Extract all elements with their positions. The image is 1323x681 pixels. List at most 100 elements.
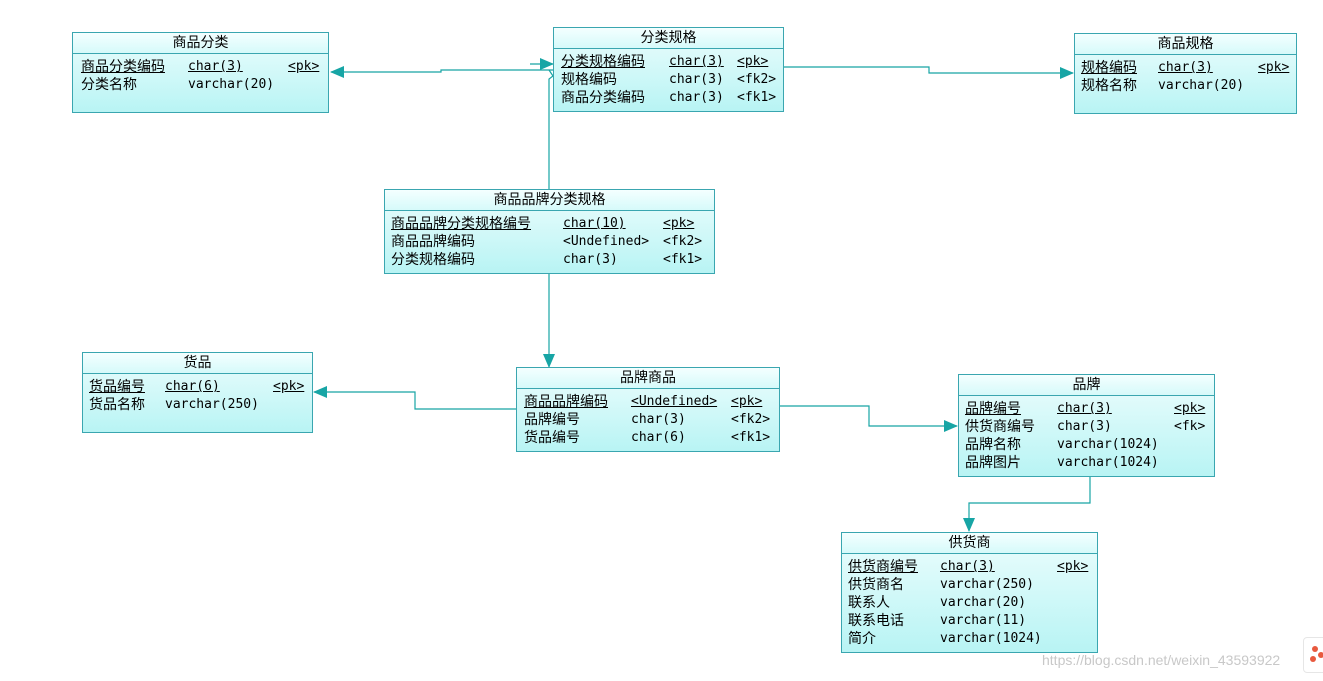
attribute-name: 商品品牌编码 xyxy=(524,394,608,410)
attribute-row: 联系电话 varchar(11) xyxy=(842,612,1097,630)
attribute-name: 供货商编号 xyxy=(965,419,1035,435)
attribute-key: <pk> xyxy=(1174,401,1206,416)
entity-title: 商品分类 xyxy=(73,33,328,54)
entity-brand-category-spec[interactable]: 商品品牌分类规格商品品牌分类规格编号 char(10) <pk> 商品品牌编码<Und… xyxy=(384,189,715,274)
attribute-name: 分类规格编码 xyxy=(561,54,645,70)
attribute-row: 分类规格编码 char(3) <fk1> xyxy=(385,251,714,269)
attribute-type: char(3) xyxy=(940,559,995,574)
attribute-name: 分类规格编码 xyxy=(391,252,475,268)
attribute-name: 简介 xyxy=(848,631,876,647)
attribute-type: varchar(20) xyxy=(1158,78,1245,93)
attribute-type: char(3) xyxy=(563,252,618,267)
attribute-type: varchar(250) xyxy=(165,397,259,412)
attribute-type: varchar(1024) xyxy=(1057,455,1159,470)
attribute-row: 商品分类编码 char(3) <pk> xyxy=(73,58,328,76)
attribute-key: <pk> xyxy=(288,59,320,74)
attribute-name: 品牌编号 xyxy=(965,401,1021,417)
attribute-row: 供货商编号 char(3) <pk> xyxy=(842,558,1097,576)
attribute-row: 规格编码 char(3) <pk> xyxy=(1075,59,1296,77)
entity-title: 分类规格 xyxy=(554,28,783,49)
attribute-name: 品牌名称 xyxy=(965,437,1021,453)
entity-title: 供货商 xyxy=(842,533,1097,554)
attribute-name: 商品分类编码 xyxy=(561,90,645,106)
attribute-type: varchar(250) xyxy=(940,577,1034,592)
attribute-name: 联系电话 xyxy=(848,613,904,629)
link-brandgoods-to-brand xyxy=(780,405,958,432)
attribute-key: <fk2> xyxy=(663,234,703,249)
attribute-name: 货品编号 xyxy=(89,379,145,395)
csdn-logo-icon xyxy=(1303,637,1323,673)
attribute-row: 商品品牌分类规格编号 char(10) <pk> xyxy=(385,215,714,233)
attribute-row: 品牌名称 varchar(1024) xyxy=(959,436,1214,454)
entity-title: 商品规格 xyxy=(1075,34,1296,55)
attribute-key: <fk1> xyxy=(663,252,703,267)
attribute-row: 商品品牌编码<Undefined><fk2> xyxy=(385,233,714,251)
attribute-name: 规格编码 xyxy=(1081,60,1137,76)
attribute-key: <pk> xyxy=(1258,60,1290,75)
attribute-type: varchar(1024) xyxy=(1057,437,1159,452)
attribute-name: 商品品牌编码 xyxy=(391,234,475,250)
attribute-key: <pk> xyxy=(1057,559,1089,574)
attribute-key: <fk1> xyxy=(731,430,771,445)
attribute-row: 分类名称 varchar(20) xyxy=(73,76,328,94)
attribute-type: <Undefined> xyxy=(631,394,718,409)
entity-attributes: 货品编号 char(6) <pk> 货品名称 varchar(250) xyxy=(83,374,312,414)
attribute-type: varchar(20) xyxy=(188,77,275,92)
attribute-key: <fk> xyxy=(1174,419,1206,434)
attribute-key: <fk1> xyxy=(737,90,777,105)
attribute-name: 供货商名 xyxy=(848,577,904,593)
attribute-type: char(3) xyxy=(188,59,243,74)
attribute-name: 商品分类编码 xyxy=(81,59,165,75)
attribute-type: char(10) xyxy=(563,216,626,231)
attribute-name: 供货商编号 xyxy=(848,559,918,575)
attribute-type: char(3) xyxy=(1057,401,1112,416)
attribute-key: <pk> xyxy=(737,54,769,69)
link-categoryspec-to-category xyxy=(330,66,553,78)
entity-title: 商品品牌分类规格 xyxy=(385,190,714,211)
entity-category[interactable]: 商品分类商品分类编码 char(3) <pk> 分类名称 varchar(20) xyxy=(72,32,329,113)
attribute-type: char(6) xyxy=(631,430,686,445)
attribute-type: char(3) xyxy=(669,90,724,105)
attribute-name: 商品品牌分类规格编号 xyxy=(391,216,531,232)
attribute-type: varchar(11) xyxy=(940,613,1027,628)
link-categoryspec-to-spec xyxy=(784,66,1074,79)
attribute-row: 货品名称 varchar(250) xyxy=(83,396,312,414)
attribute-key: <pk> xyxy=(273,379,305,394)
entity-title: 品牌 xyxy=(959,375,1214,396)
entity-attributes: 商品品牌分类规格编号 char(10) <pk> 商品品牌编码<Undefined><… xyxy=(385,211,714,269)
attribute-row: 品牌图片 varchar(1024) xyxy=(959,454,1214,472)
attribute-name: 规格编码 xyxy=(561,72,617,88)
entity-title: 品牌商品 xyxy=(517,368,779,389)
attribute-row: 商品分类编码 char(3) <fk1> xyxy=(554,89,783,107)
attribute-type: char(3) xyxy=(1158,60,1213,75)
attribute-name: 分类名称 xyxy=(81,77,137,93)
attribute-name: 品牌图片 xyxy=(965,455,1021,471)
attribute-key: <fk2> xyxy=(737,72,777,87)
attribute-type: char(6) xyxy=(165,379,220,394)
attribute-name: 联系人 xyxy=(848,595,890,611)
attribute-name: 货品名称 xyxy=(89,397,145,413)
attribute-row: 品牌编号 char(3) <pk> xyxy=(959,400,1214,418)
attribute-key: <pk> xyxy=(663,216,695,231)
link-brandcatspec-to-categoryspec xyxy=(548,69,554,189)
attribute-type: char(3) xyxy=(631,412,686,427)
